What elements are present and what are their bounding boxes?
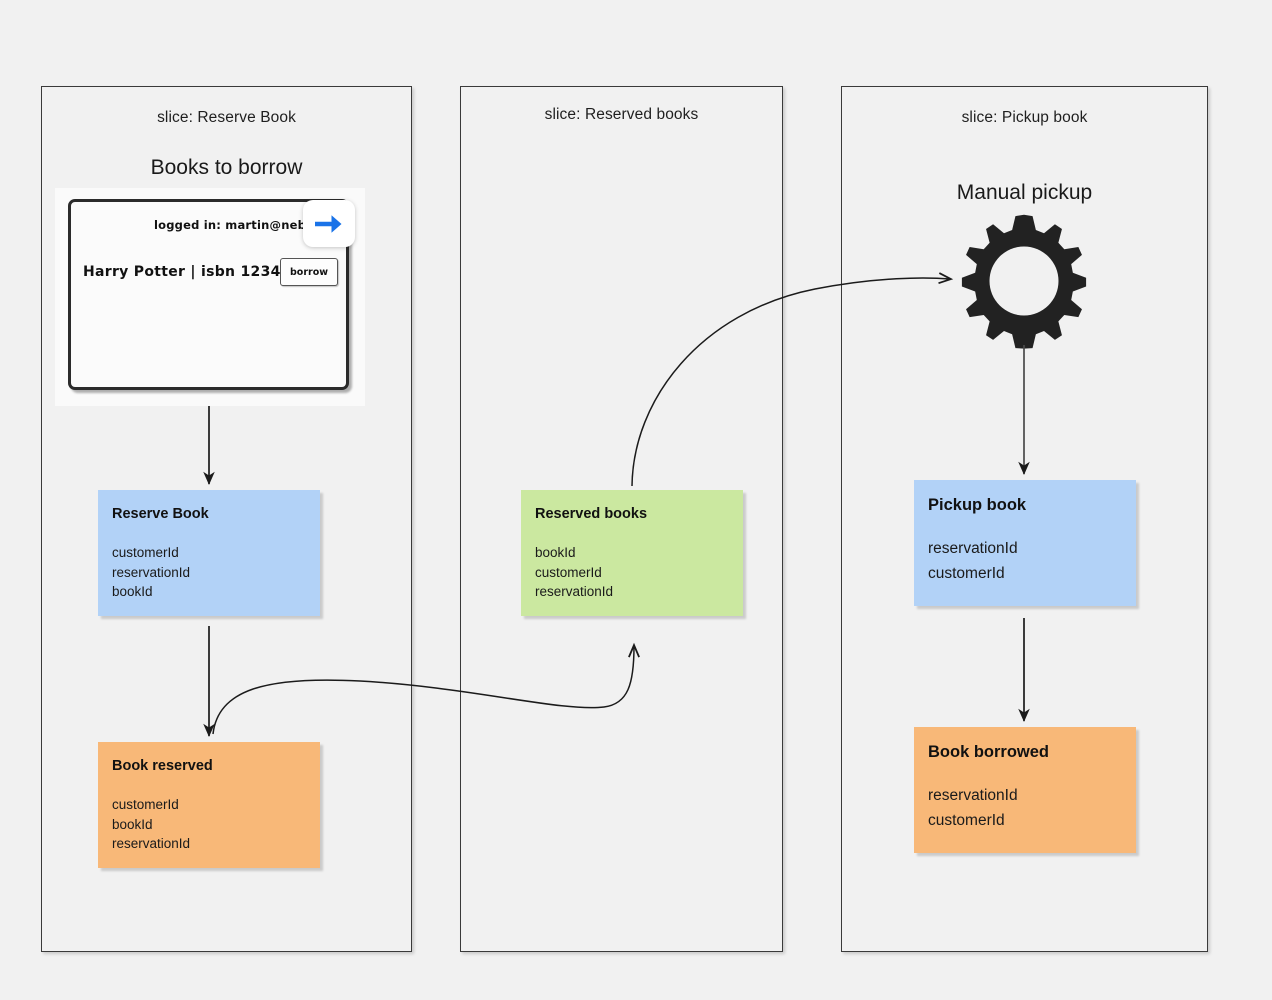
wireframe-book-row-label: Harry Potter | isbn 1234 xyxy=(83,264,281,280)
card-pickup-book[interactable]: Pickup book reservationId customerId xyxy=(914,480,1136,606)
card-field: customerId xyxy=(928,565,1005,582)
wireframe-borrow-button[interactable]: borrow xyxy=(280,258,338,286)
wireframe-logged-in-label: logged in: martin@neb xyxy=(154,218,307,232)
card-reserve-book[interactable]: Reserve Book customerId reservationId bo… xyxy=(98,490,320,616)
card-field: bookId xyxy=(112,584,153,599)
gear-icon xyxy=(961,214,1087,349)
wireframe-screen: logged in: martin@neb Harry Potter | isb… xyxy=(68,199,349,390)
card-field: reservationId xyxy=(112,564,191,580)
card-field: customerId xyxy=(112,797,179,812)
card-book-reserved[interactable]: Book reserved customerId bookId reservat… xyxy=(98,742,320,868)
card-title-pickup-book: Pickup book xyxy=(928,496,1027,514)
card-field: customerId xyxy=(928,812,1005,829)
card-field: reservationId xyxy=(535,584,614,599)
card-field: customerId xyxy=(112,545,179,560)
next-step-arrow-button[interactable] xyxy=(303,200,355,247)
card-fields-book-borrowed: reservationId customerId xyxy=(928,783,1122,833)
card-title-book-borrowed: Book borrowed xyxy=(928,743,1050,761)
slice-title-pickup-book: slice: Pickup book xyxy=(961,109,1088,126)
card-field: reservationId xyxy=(112,836,191,851)
card-reserved-books[interactable]: Reserved books bookId customerId reserva… xyxy=(521,490,743,616)
card-title-reserved-books: Reserved books xyxy=(535,506,648,522)
card-title-reserve-book: Reserve Book xyxy=(112,506,209,522)
card-fields-reserved-books: bookId customerId reservationId xyxy=(535,543,729,602)
card-field: customerId xyxy=(535,564,602,580)
arrow-right-icon xyxy=(315,214,342,233)
heading-manual-pickup: Manual pickup xyxy=(956,181,1093,204)
card-book-borrowed[interactable]: Book borrowed reservationId customerId xyxy=(914,727,1136,853)
slice-title-reserve-book: slice: Reserve Book xyxy=(157,109,296,126)
manual-pickup-gear xyxy=(955,212,1093,350)
heading-books-to-borrow: Books to borrow xyxy=(150,156,303,179)
card-fields-book-reserved: customerId bookId reservationId xyxy=(112,795,306,854)
card-title-book-reserved: Book reserved xyxy=(112,758,213,774)
slice-title-reserved-books: slice: Reserved books xyxy=(544,106,699,123)
card-fields-pickup-book: reservationId customerId xyxy=(928,536,1122,586)
card-fields-reserve-book: customerId reservationId bookId xyxy=(112,543,306,602)
card-field: reservationId xyxy=(928,540,1018,557)
card-field: reservationId xyxy=(928,787,1018,804)
card-field: bookId xyxy=(112,816,153,832)
card-field: bookId xyxy=(535,545,576,560)
